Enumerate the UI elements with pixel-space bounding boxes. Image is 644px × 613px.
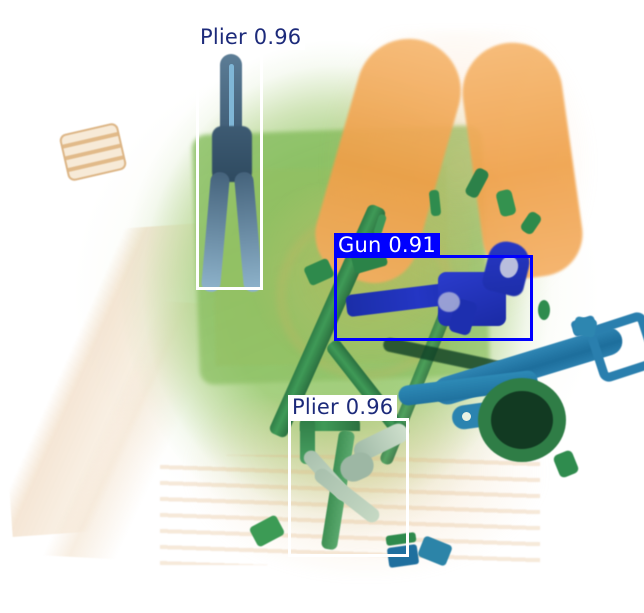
- strap-buckle: [58, 121, 128, 183]
- bag-strap-left: [0, 223, 223, 537]
- detection-box-plier-top[interactable]: [196, 48, 263, 290]
- dark-metal-bar: [381, 336, 513, 378]
- detection-label-plier-top: Plier 0.96: [196, 25, 306, 50]
- clutter-part-1: [303, 257, 335, 287]
- clutter-part-5: [428, 189, 442, 217]
- clutter-part-14: [416, 535, 454, 567]
- detection-label-plier-bottom: Plier 0.96: [288, 395, 398, 420]
- tool-eyelet: [450, 401, 496, 431]
- clutter-part-11: [248, 514, 286, 548]
- socket-ring: [478, 378, 566, 462]
- clutter-part-9: [538, 300, 550, 320]
- clutter-part-8: [519, 209, 543, 237]
- bag-strap-left-lower: [13, 294, 257, 566]
- clutter-part-7: [495, 188, 517, 218]
- detection-label-gun: Gun 0.91: [334, 233, 440, 258]
- clutter-part-15: [552, 449, 580, 479]
- detection-box-plier-bottom[interactable]: [288, 418, 409, 557]
- detection-box-gun[interactable]: [334, 255, 533, 341]
- clutter-part-6: [463, 166, 491, 200]
- tool-eyelet-hole: [462, 412, 471, 421]
- organic-object-right: [456, 36, 588, 284]
